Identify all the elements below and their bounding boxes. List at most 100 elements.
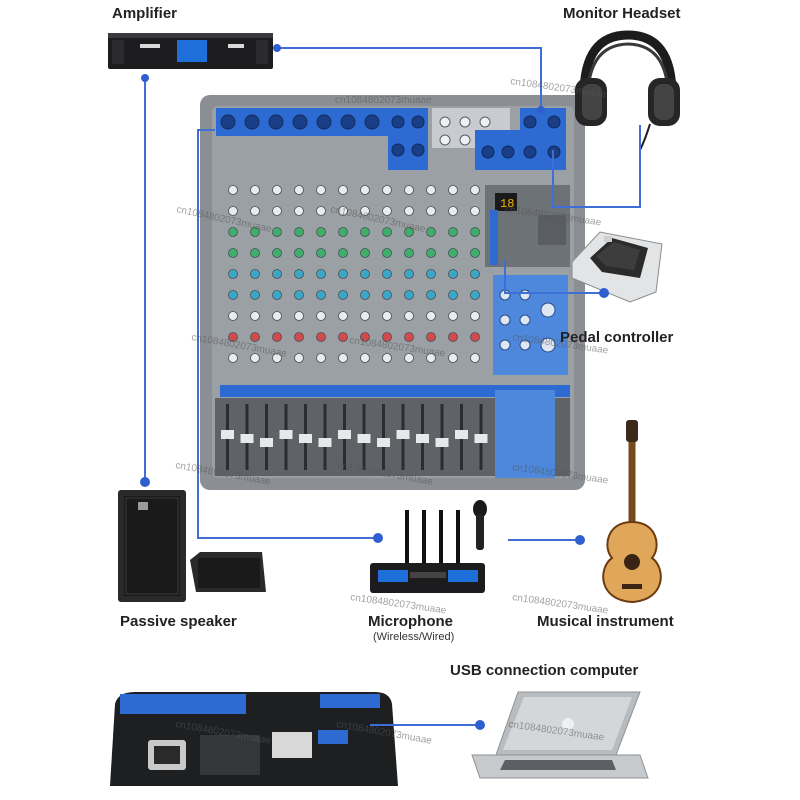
mixer-knob [228,227,238,237]
mixer-knob [426,311,436,321]
mixer-knob [448,227,458,237]
mixer-knob [448,269,458,279]
connection-dots [140,44,609,730]
mixer-knob [272,248,282,258]
mixer-knob [404,353,414,363]
mixer-knob [448,332,458,342]
mixer-knob [338,227,348,237]
mixer-knob [360,353,370,363]
mixer-fader-cap [474,434,488,443]
mixer-knob [338,332,348,342]
wire-mixer-pedal [504,260,604,294]
mixer-knob [470,227,480,237]
mixer-knob [250,332,260,342]
mixer-display [495,193,517,211]
mixer-knob [250,227,260,237]
mixer-knob [228,290,238,300]
mixer-knob [338,269,348,279]
mixer-fader-cap [416,434,429,443]
mixer-knob [404,311,414,321]
mixer-knob [338,248,348,258]
mixer-knob [448,206,458,216]
mixer-knob [382,227,392,237]
musical-instrument-label: Musical instrument [537,613,674,630]
mixer-knob [470,353,480,363]
mixer-knob [272,227,282,237]
mixer-knob [470,290,480,300]
mixer-knob [250,353,260,363]
mixer-knob [294,290,304,300]
mixer-fader-cap [299,434,312,443]
mixer-knob [250,311,260,321]
mixer-knob [338,185,348,195]
mixer-knob [360,227,370,237]
mixer-fader-slot [323,404,327,470]
mixer-knob [294,227,304,237]
mixer-fader-cap [221,430,234,439]
mixer-knob [382,248,392,258]
mixer-knob [294,311,304,321]
mixer-knob [294,248,304,258]
mixer-fader-cap [377,438,390,447]
wire-mixer-microphone [197,129,378,539]
mixer-knob [272,269,282,279]
mixer-knob [382,206,392,216]
mixer-knob [404,332,414,342]
mixer-knob [272,185,282,195]
amplifier-display [177,40,207,62]
mixer-rear-panel [110,692,398,786]
mixer-fader-cap [435,438,449,447]
wire-mixer-headset [552,125,641,208]
mixer-knob [338,311,348,321]
mixer-display-digits: 18 [500,197,514,211]
mixer-knob [250,290,260,300]
amplifier-device: power-amplifier-icon [108,33,273,69]
mixer-master-knobs [499,289,556,353]
mixer-knob [338,353,348,363]
mixer-knob [470,206,480,216]
mixer-knob [426,227,436,237]
mixer-knob [294,353,304,363]
laptop-icon [471,691,649,779]
mixer-knob [404,227,414,237]
mixer-knob [316,248,326,258]
mixer-effects-knob-block [538,215,566,245]
mixer-knob [360,269,370,279]
mixer-knob [316,269,326,279]
mixer-knob [272,332,282,342]
mixer-knob [470,332,480,342]
mixer-knob [316,332,326,342]
mixer-knob [228,269,238,279]
mixer-knob [404,290,414,300]
mixer-knob [382,332,392,342]
mixer-fader-cap [260,438,273,447]
mixer-faders [221,404,488,470]
mixer-knob [360,311,370,321]
mixer-knob [360,290,370,300]
microphone-icon [370,500,487,593]
mixer-fader-cap [357,434,371,443]
mixer-knob [316,353,326,363]
mixer-channel-buttons-strip [220,385,570,397]
mixer-knob [360,185,370,195]
mixer-knob [382,185,392,195]
mixer-fader-cap [318,438,332,447]
mixer-knob [294,185,304,195]
mixer-knob [426,332,436,342]
mixer-knob [382,290,392,300]
connection-wires [144,47,641,726]
monitor-headset-label: Monitor Headset [563,5,681,22]
mixer-knob [426,248,436,258]
watermark: cn1084802073muaae [335,95,432,106]
mixer-knob [228,206,238,216]
mixer-knob [294,332,304,342]
mixer-knob [448,185,458,195]
mixer-knob [338,290,348,300]
mixer-knob [426,185,436,195]
mixer-fader-cap [455,430,468,439]
mixer-knob [360,206,370,216]
mixer-top-view: 18 [200,95,585,490]
mixer-knob [316,185,326,195]
mixer-knob [250,206,260,216]
mixer-jacks [220,114,561,159]
